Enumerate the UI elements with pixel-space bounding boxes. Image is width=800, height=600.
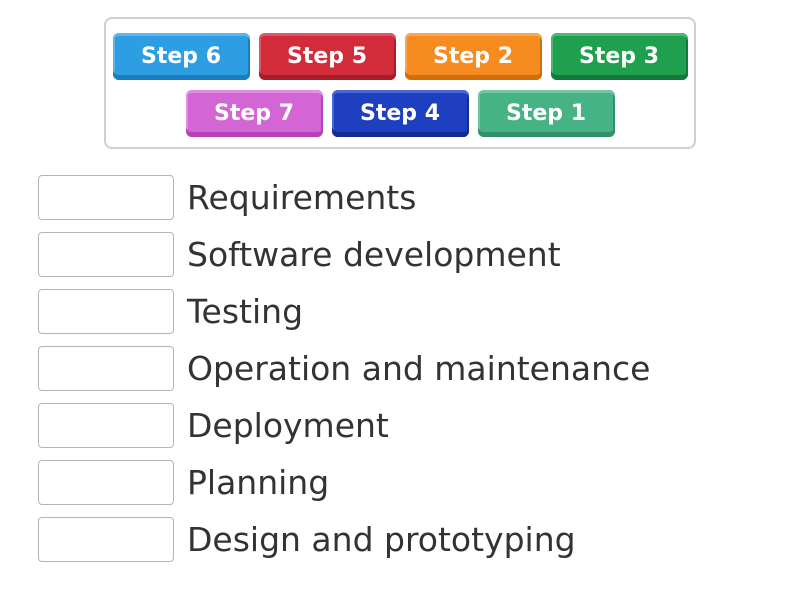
drop-slot-planning[interactable] (38, 460, 174, 505)
chip-step-6[interactable]: Step 6 (112, 33, 250, 80)
match-row-operation-and-maintenance: Operation and maintenance (38, 346, 800, 391)
drop-slot-software-development[interactable] (38, 232, 174, 277)
drop-slot-design-and-prototyping[interactable] (38, 517, 174, 562)
match-label: Design and prototyping (187, 520, 576, 559)
drop-slot-requirements[interactable] (38, 175, 174, 220)
match-row-planning: Planning (38, 460, 800, 505)
drop-slot-operation-and-maintenance[interactable] (38, 346, 174, 391)
match-label: Planning (187, 463, 330, 502)
match-list: Requirements Software development Testin… (38, 175, 800, 562)
match-row-testing: Testing (38, 289, 800, 334)
chip-step-4[interactable]: Step 4 (331, 90, 469, 137)
match-row-requirements: Requirements (38, 175, 800, 220)
answer-tray: Step 6 Step 5 Step 2 Step 3 Step 7 Step … (104, 17, 696, 149)
drop-slot-testing[interactable] (38, 289, 174, 334)
match-label: Testing (187, 292, 304, 331)
match-row-deployment: Deployment (38, 403, 800, 448)
chip-step-2[interactable]: Step 2 (404, 33, 542, 80)
match-label: Requirements (187, 178, 417, 217)
chip-step-5[interactable]: Step 5 (258, 33, 396, 80)
match-label: Operation and maintenance (187, 349, 651, 388)
tray-row-2: Step 7 Step 4 Step 1 (106, 90, 694, 137)
chip-step-1[interactable]: Step 1 (477, 90, 615, 137)
match-label: Deployment (187, 406, 389, 445)
chip-step-7[interactable]: Step 7 (185, 90, 323, 137)
chip-step-3[interactable]: Step 3 (550, 33, 688, 80)
drop-slot-deployment[interactable] (38, 403, 174, 448)
match-row-software-development: Software development (38, 232, 800, 277)
match-row-design-and-prototyping: Design and prototyping (38, 517, 800, 562)
match-label: Software development (187, 235, 561, 274)
tray-row-1: Step 6 Step 5 Step 2 Step 3 (106, 33, 694, 80)
